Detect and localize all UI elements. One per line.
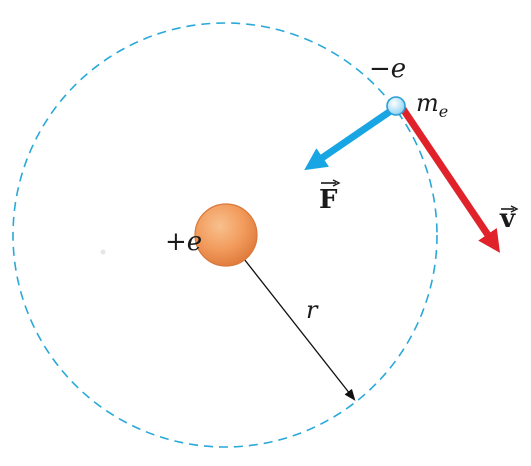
force-label: F [319,185,338,215]
radius-arrow [225,235,356,401]
velocity-vector-head [510,205,519,213]
electron-mass-label: me [416,89,448,121]
orbit-circle [12,22,438,448]
electron-mass-base: m [416,89,439,117]
force-arrow [304,105,397,171]
radius-label: r [306,296,319,324]
velocity-arrow [400,107,501,253]
nucleus-charge-label: +e [165,227,202,257]
force-vector-head [332,179,341,187]
nucleus [194,203,258,267]
electron-charge-label: −e [369,54,406,84]
electron [386,96,406,116]
electron-mass-subscript: e [439,102,448,121]
center-mark [100,249,106,255]
